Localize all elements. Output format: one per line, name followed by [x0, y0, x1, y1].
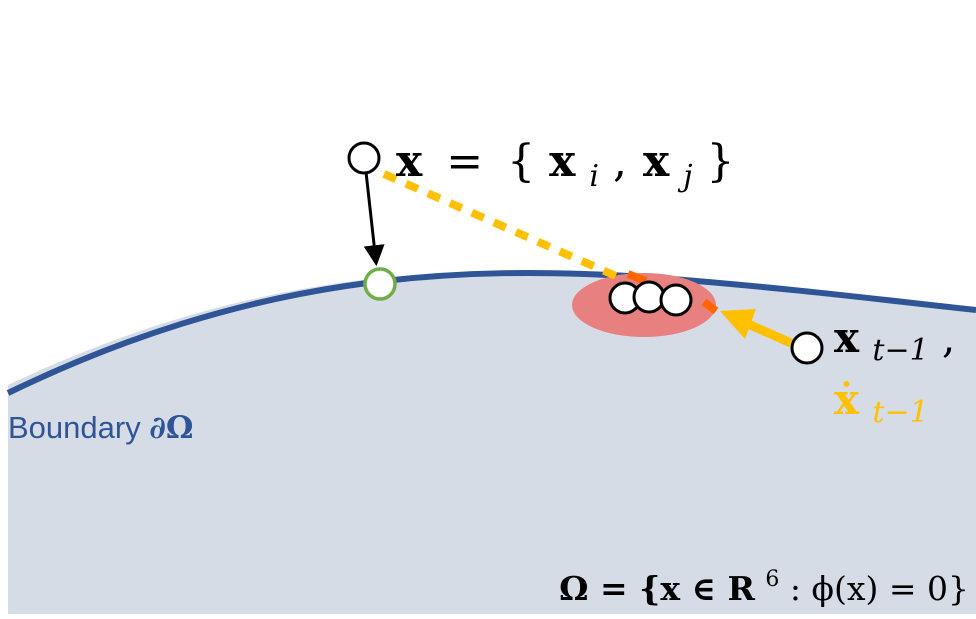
dotted-line	[382, 170, 627, 284]
manifold-equation: Ω = {x ∈ R 6 : ϕ(x) = 0}	[559, 555, 969, 608]
cluster-point-icon	[659, 283, 693, 317]
manifold-region	[8, 270, 976, 614]
velocity-arrow-shaft	[746, 319, 793, 348]
state-point-icon	[347, 141, 381, 175]
dotted-line-end	[626, 270, 648, 285]
projected-point-icon	[363, 267, 397, 301]
velocity-arrow-head	[720, 309, 756, 339]
projection-arrow	[363, 171, 385, 267]
boundary-label: Boundary ∂Ω	[8, 410, 193, 446]
cluster-point-icon	[632, 280, 666, 314]
dotted-line-right-tip	[701, 298, 719, 315]
state-label: x = { x i , x j }	[396, 136, 735, 197]
prev-point-icon	[790, 331, 824, 365]
boundary-curve	[6, 269, 976, 396]
prev-state-label: x t−1 ,	[834, 313, 955, 370]
velocity-label: ẋ t−1	[834, 375, 929, 430]
